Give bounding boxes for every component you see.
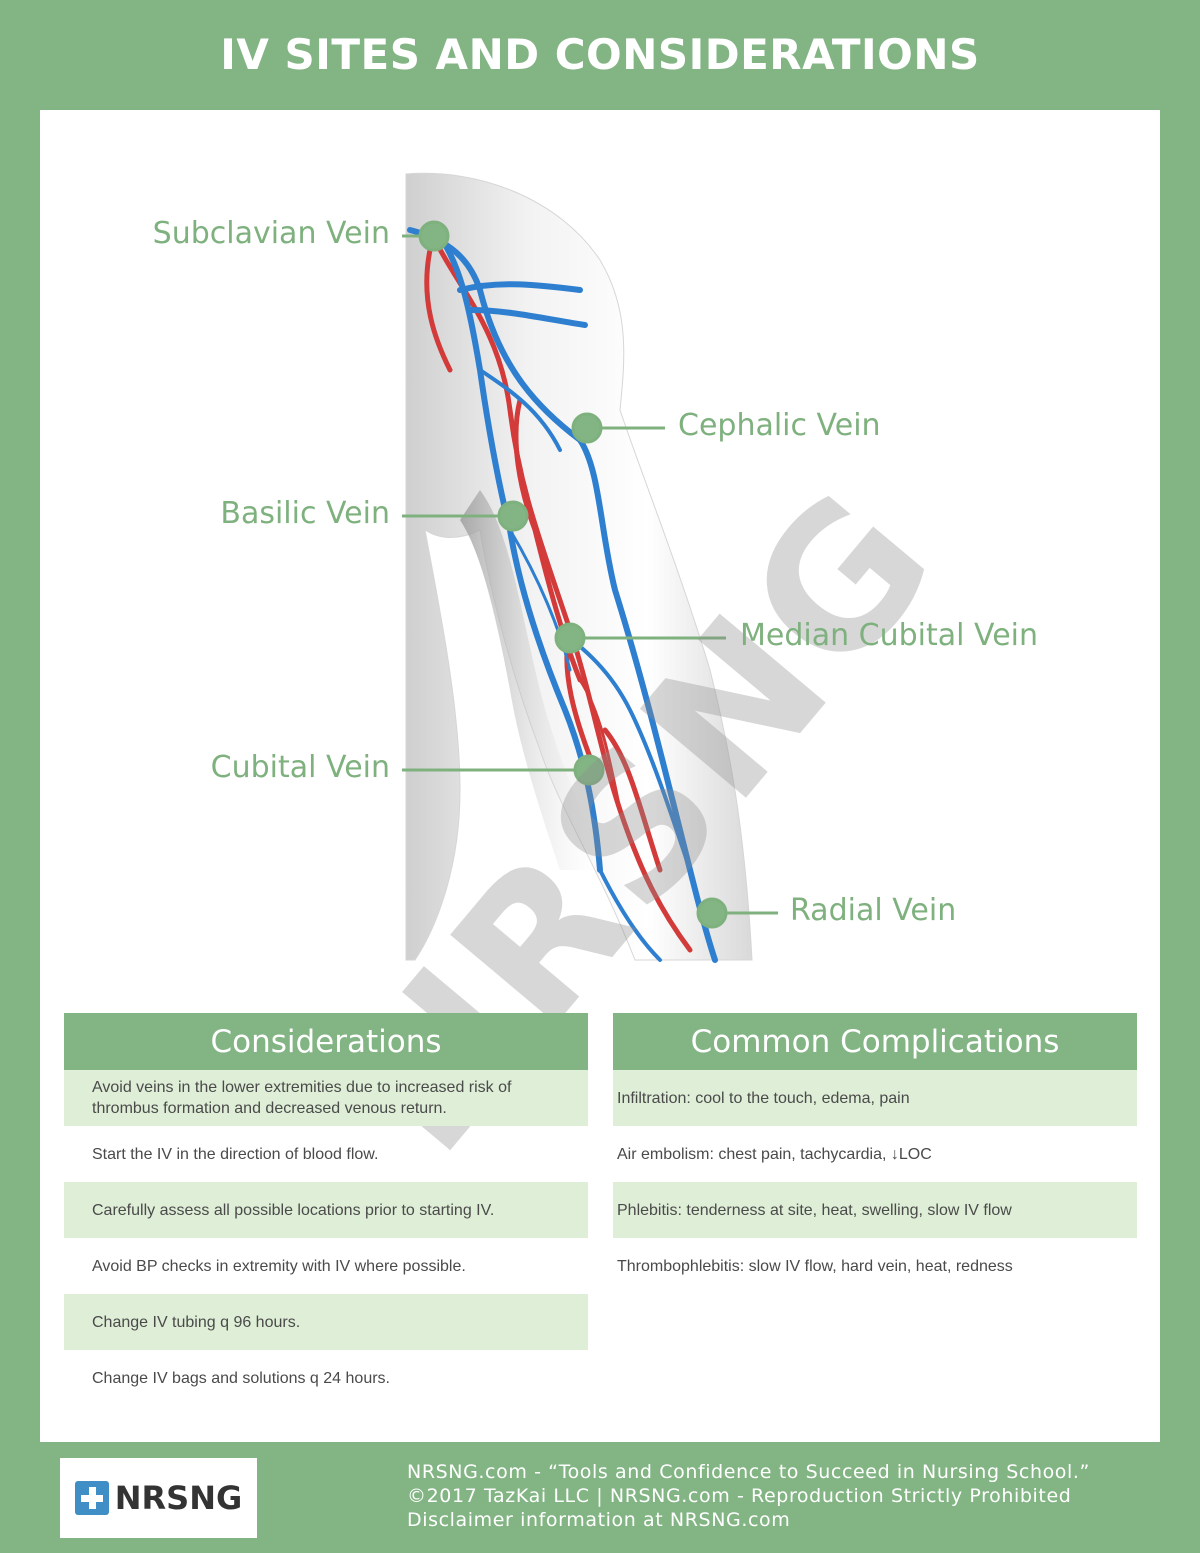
arm-shadow xyxy=(460,490,610,870)
basilic-vein-label: Basilic Vein xyxy=(220,496,390,531)
radial-marker xyxy=(696,897,728,929)
cephalic-vein-label: Cephalic Vein xyxy=(678,408,881,443)
table-row: Avoid BP checks in extremity with IV whe… xyxy=(92,1257,466,1275)
table-row: Carefully assess all possible locations … xyxy=(64,1182,588,1238)
complications-header: Common Complications xyxy=(613,1013,1137,1070)
median-cubital-marker xyxy=(554,622,586,654)
subclavian-vein-label: Subclavian Vein xyxy=(152,216,390,251)
footer-tagline: NRSNG.com - “Tools and Confidence to Suc… xyxy=(407,1461,1090,1483)
vein-markers xyxy=(402,220,778,929)
content-panel: NRSNG Subclavian Vein Cephalic Vein Basi… xyxy=(40,110,1160,1442)
basilic-marker xyxy=(497,500,529,532)
table-row: Air embolism: chest pain, tachycardia, ↓… xyxy=(617,1145,932,1163)
table-row: Phlebitis: tenderness at site, heat, swe… xyxy=(613,1182,1137,1238)
footer-copyright: ©2017 TazKai LLC | NRSNG.com - Reproduct… xyxy=(407,1485,1072,1507)
cubital-marker xyxy=(573,754,605,786)
cross-icon xyxy=(74,1481,109,1515)
table-row: Thrombophlebitis: slow IV flow, hard vei… xyxy=(617,1257,1013,1275)
table-row: Change IV bags and solutions q 24 hours. xyxy=(92,1369,390,1387)
footer-text: NRSNG.com - “Tools and Confidence to Suc… xyxy=(407,1460,1090,1532)
page-title: IV SITES AND CONSIDERATIONS xyxy=(220,30,980,79)
cephalic-marker xyxy=(571,412,603,444)
table-row: Change IV tubing q 96 hours. xyxy=(64,1294,588,1350)
radial-vein-label: Radial Vein xyxy=(790,893,957,928)
considerations-table: Considerations Avoid veins in the lower … xyxy=(64,1013,588,1406)
cubital-vein-label: Cubital Vein xyxy=(210,750,390,785)
footer-disclaimer: Disclaimer information at NRSNG.com xyxy=(407,1509,791,1531)
table-row: Start the IV in the direction of blood f… xyxy=(92,1145,379,1163)
complications-table: Common Complications Infiltration: cool … xyxy=(613,1013,1137,1294)
table-row: Infiltration: cool to the touch, edema, … xyxy=(613,1070,1137,1126)
logo-text: NRSNG xyxy=(114,1479,243,1517)
median-cubital-vein-label: Median Cubital Vein xyxy=(740,618,1039,653)
nrsng-logo: NRSNG xyxy=(60,1458,257,1538)
considerations-header: Considerations xyxy=(64,1013,588,1070)
table-row: Avoid veins in the lower extremities due… xyxy=(64,1070,588,1126)
arm-illustration xyxy=(402,172,778,963)
subclavian-marker xyxy=(418,220,450,252)
